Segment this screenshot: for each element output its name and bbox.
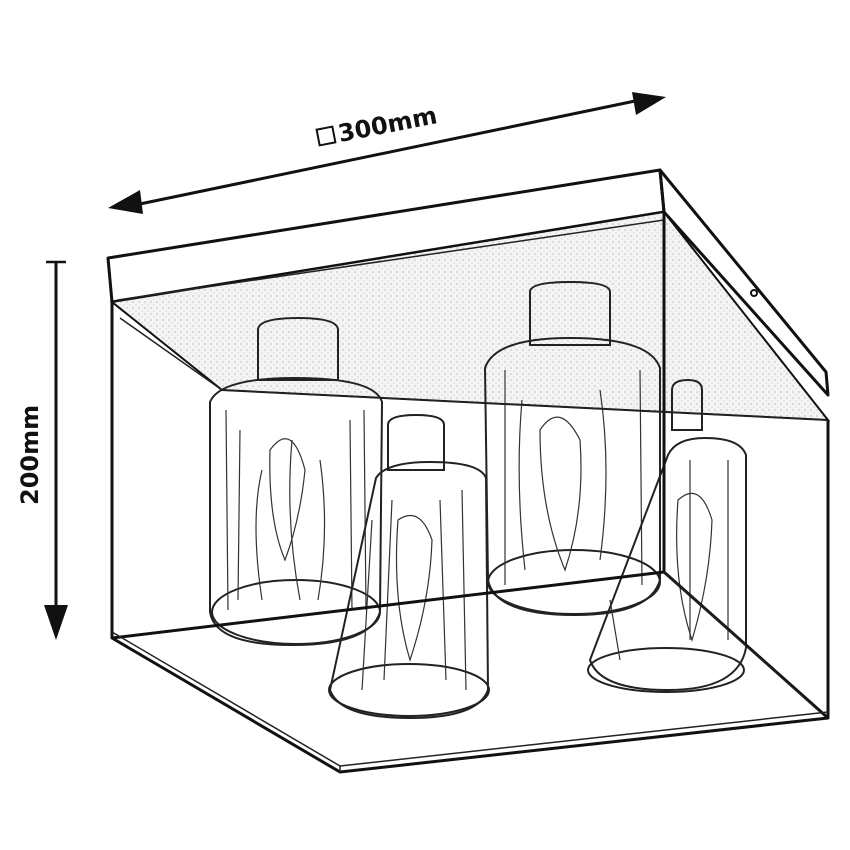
height-dimension: 200mm xyxy=(16,260,68,640)
lamp-socket-front xyxy=(387,413,445,471)
square-symbol-icon xyxy=(315,125,337,147)
width-dimension: 300mm xyxy=(108,92,666,214)
height-label: 200mm xyxy=(16,405,44,505)
width-label: 300mm xyxy=(336,101,440,148)
width-arrow-right-icon xyxy=(632,92,666,115)
height-arrow-down-icon xyxy=(44,605,68,640)
lamp-socket-back-right xyxy=(529,280,611,346)
glass-shade-left xyxy=(209,376,384,647)
lamp-frame xyxy=(110,212,830,774)
glass-shade-right xyxy=(483,336,661,617)
lamp-socket-right xyxy=(671,378,703,431)
width-dimension-line xyxy=(134,98,641,207)
width-arrow-left-icon xyxy=(108,190,143,214)
glass-shade-front xyxy=(328,460,490,720)
ceiling-plate xyxy=(106,168,831,422)
screw-icon xyxy=(750,289,758,297)
lamp-socket-back-left xyxy=(257,316,339,381)
glass-shade-front-right xyxy=(587,436,747,693)
